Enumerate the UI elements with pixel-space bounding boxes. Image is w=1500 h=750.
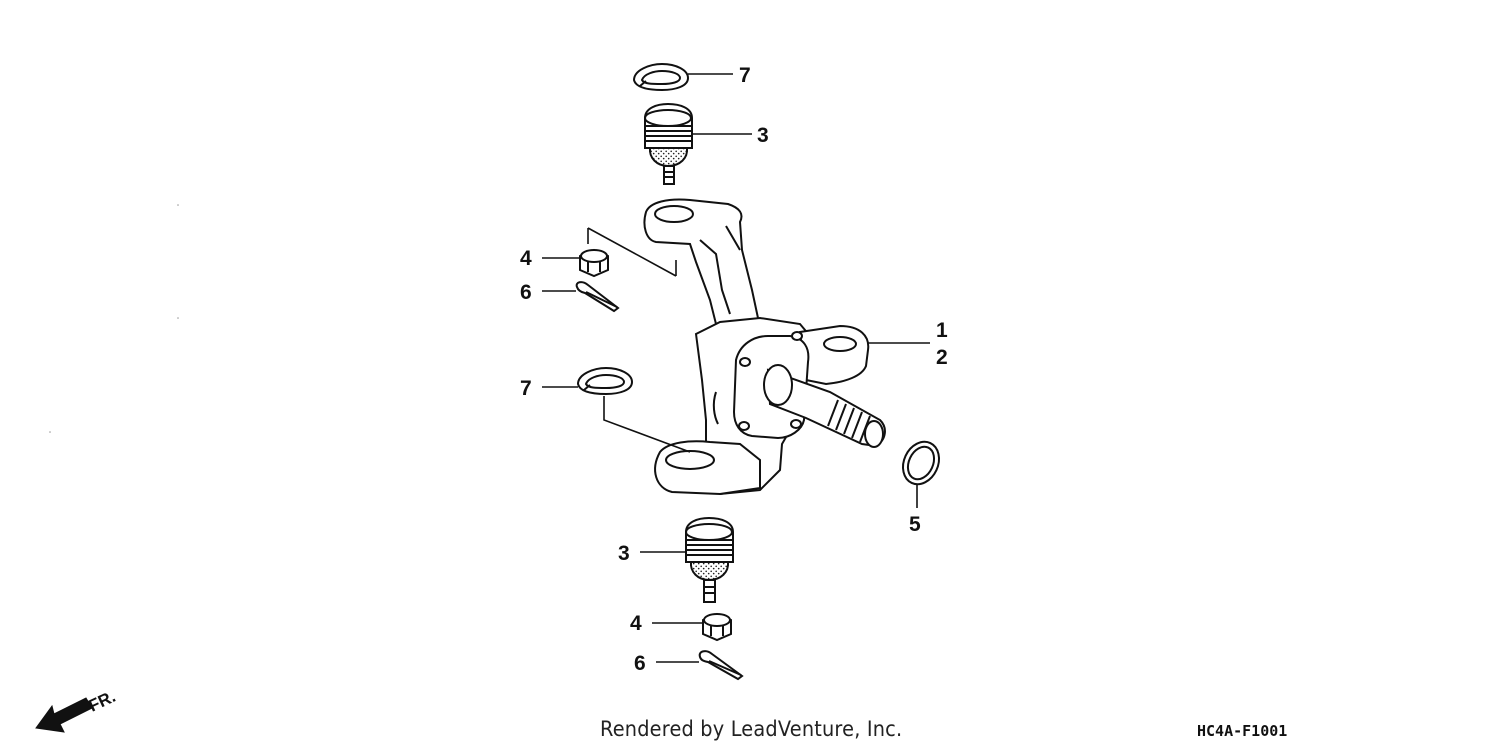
seal-ring[interactable] [896,436,945,490]
callout-6-top: 6 [520,281,532,304]
callout-2: 2 [936,346,948,369]
direction-label: FR. [86,687,119,716]
callout-7-top: 7 [739,64,751,87]
callout-5: 5 [909,513,921,536]
speck [49,431,51,433]
callout-1: 1 [936,319,948,342]
cotter-pin-top[interactable] [575,281,620,313]
snap-ring-top[interactable] [632,62,690,92]
ball-joint-top[interactable] [644,102,693,185]
ball-joint-bottom[interactable] [685,516,734,603]
callout-7-middle: 7 [520,377,532,400]
castle-nut-top[interactable] [579,248,609,278]
snap-ring-middle[interactable] [576,366,634,396]
credit-text: Rendered by LeadVenture, Inc. [600,717,903,741]
speck [177,317,179,319]
callout-3-bottom: 3 [618,542,630,565]
front-direction-arrow: FR. [35,687,119,733]
castle-nut-bottom[interactable] [702,612,732,642]
callout-4-bottom: 4 [630,612,642,635]
speck [177,204,179,206]
callout-3-top: 3 [757,124,769,147]
callout-6-bottom: 6 [634,652,646,675]
callout-4-top: 4 [520,247,532,270]
cotter-pin-bottom[interactable] [698,650,744,681]
diagram-code: HC4A-F1001 [1197,722,1288,740]
steering-knuckle[interactable] [643,198,886,496]
